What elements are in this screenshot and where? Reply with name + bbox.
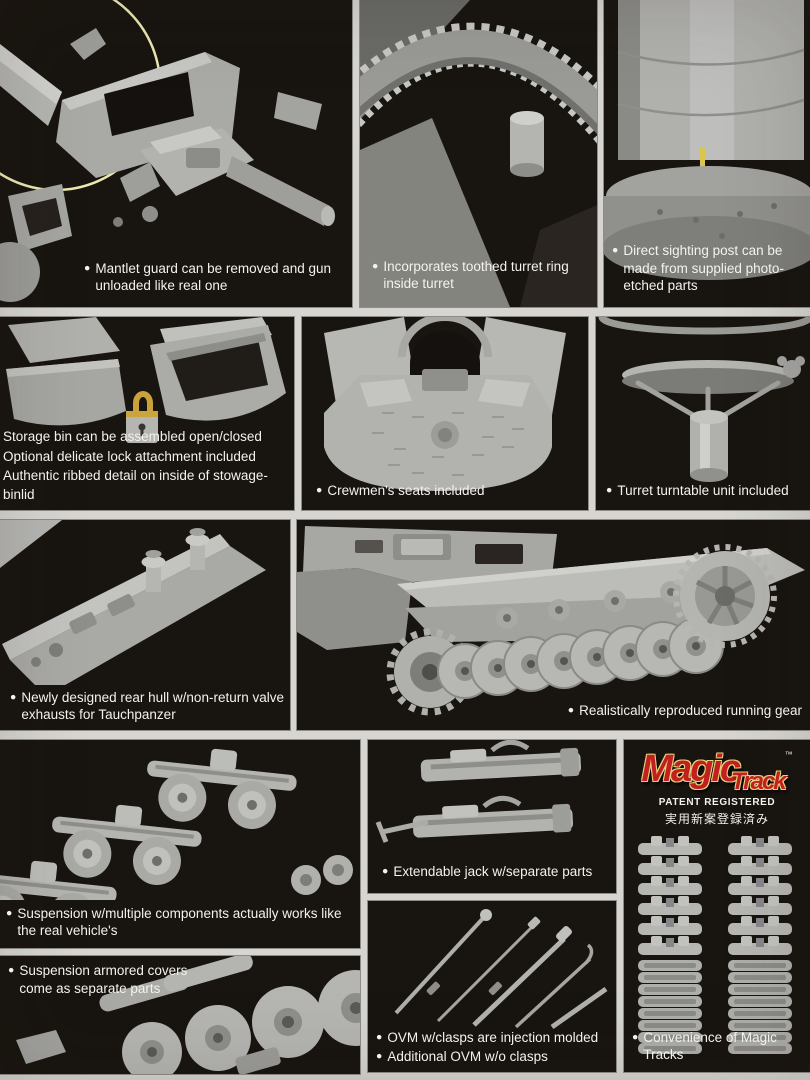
- bullet-icon: ●: [316, 484, 323, 497]
- caption-suspension: ● Suspension w/multiple components actua…: [6, 905, 354, 940]
- road-wheel-row: [122, 970, 360, 1074]
- panel-rear-hull: ● Newly designed rear hull w/non-return …: [0, 520, 290, 730]
- panel-storage-bin: Storage bin can be assembled open/closed…: [0, 317, 294, 510]
- tank-hull-render: [297, 526, 805, 716]
- caption-text: Crewmen's seats included: [327, 483, 485, 499]
- ovm-tools-render: [394, 909, 608, 1029]
- jack-render: [375, 740, 616, 843]
- padlock-icon: [133, 391, 153, 413]
- panel-jack: ● Extendable jack w/separate parts: [368, 740, 616, 893]
- track-column-left: [638, 836, 702, 1054]
- panel-turret-ring: ● Incorporates toothed turret ring insid…: [360, 0, 597, 307]
- bullet-icon: ●: [84, 261, 91, 274]
- caption-text: Mantlet guard can be removed and gun unl…: [95, 260, 332, 294]
- caption-crew-seats: ● Crewmen's seats included: [316, 482, 566, 500]
- bullet-icon: ●: [612, 244, 619, 257]
- caption-armored-covers: ● Suspension armored covers come as sepa…: [8, 962, 218, 997]
- caption-text: Suspension w/multiple components actuall…: [17, 905, 342, 939]
- caption-text: Newly designed rear hull w/non-return va…: [21, 689, 284, 723]
- bullet-icon: ●: [567, 704, 575, 717]
- panel-armored-covers: ● Suspension armored covers come as sepa…: [0, 956, 360, 1074]
- caption-text: Turret turntable unit included: [617, 483, 789, 499]
- logo-track-text: Track: [731, 768, 787, 795]
- panel-mantlet-guard: ● Mantlet guard can be removed and gun u…: [0, 0, 352, 307]
- mantlet-guard-render: [0, 0, 335, 302]
- caption-running-gear: ● Realistically reproduced running gear: [568, 702, 802, 720]
- rear-hull-render: [0, 520, 266, 685]
- caption-line: Storage bin can be assembled open/closed: [3, 429, 262, 445]
- panel-suspension: ● Suspension w/multiple components actua…: [0, 740, 360, 948]
- caption-text: Convenience of Magic Tracks: [643, 1029, 777, 1063]
- caption-text: Extendable jack w/separate parts: [393, 864, 593, 880]
- non-return-valves: [141, 528, 210, 592]
- return-roller-hubs: [503, 588, 675, 622]
- caption-text: Direct sighting post can be made from su…: [623, 243, 784, 294]
- magic-track-logo: MagicTrack ™ PATENT REGISTERED 実用新案登録済み: [624, 748, 810, 827]
- bullet-icon: ●: [372, 259, 379, 272]
- suspension-render: [0, 742, 353, 900]
- drive-sprocket: [673, 544, 777, 648]
- caption-line: Optional delicate lock attachment includ…: [3, 448, 256, 464]
- bullet-icon: ●: [6, 906, 13, 919]
- caption-storage-bin: Storage bin can be assembled open/closed…: [3, 427, 294, 504]
- trademark-symbol: ™: [784, 750, 793, 759]
- caption-sighting-post: ● Direct sighting post can be made from …: [612, 242, 808, 295]
- panel-ovm: ● OVM w/clasps are injection molded ● Ad…: [368, 901, 616, 1072]
- turret-ring-render: [360, 0, 597, 307]
- road-wheels: [437, 618, 724, 699]
- caption-mantlet-guard: ● Mantlet guard can be removed and gun u…: [84, 260, 346, 295]
- storage-bin-render: [6, 317, 286, 443]
- sighting-post-render: [604, 0, 810, 280]
- crew-seats-render: [324, 317, 566, 491]
- caption-jack: ● Extendable jack w/separate parts: [382, 863, 608, 881]
- caption-text: Suspension armored covers come as separa…: [19, 963, 188, 996]
- caption-text: Incorporates toothed turret ring inside …: [383, 258, 569, 292]
- bullet-icon: ●: [382, 865, 389, 878]
- bullet-icon: ●: [606, 484, 613, 497]
- logo-magic-text: Magic: [641, 748, 741, 790]
- caption-text: Realistically reproduced running gear: [579, 703, 802, 719]
- caption-turntable: ● Turret turntable unit included: [606, 482, 804, 500]
- bullet-icon: ●: [10, 690, 17, 703]
- caption-ovm: ● OVM w/clasps are injection molded ● Ad…: [376, 1028, 598, 1066]
- panel-magic-track: MagicTrack ™ PATENT REGISTERED 実用新案登録済み: [624, 740, 810, 1072]
- panel-turntable: ● Turret turntable unit included: [596, 317, 810, 510]
- bullet-icon: ●: [376, 1030, 383, 1043]
- patent-registered-text: PATENT REGISTERED: [658, 797, 776, 808]
- bullet-icon: ●: [8, 964, 15, 976]
- turntable-render: [598, 317, 810, 482]
- japanese-patent-text: 実用新案登録済み: [664, 812, 769, 826]
- caption-line: Additional OVM w/o clasps: [387, 1048, 548, 1064]
- panel-sighting-post: ● Direct sighting post can be made from …: [604, 0, 810, 307]
- caption-line: OVM w/clasps are injection molded: [387, 1029, 599, 1045]
- bullet-icon: ●: [632, 1030, 639, 1043]
- caption-rear-hull: ● Newly designed rear hull w/non-return …: [10, 689, 284, 724]
- armored-covers-render: [16, 956, 360, 1074]
- panel-crew-seats: ● Crewmen's seats included: [302, 317, 588, 510]
- panel-running-gear: ● Realistically reproduced running gear: [297, 520, 810, 730]
- track-column-right: [728, 836, 792, 1054]
- caption-magic-tracks: ● Convenience of Magic Tracks: [632, 1029, 808, 1064]
- bullet-icon: ●: [376, 1049, 383, 1062]
- caption-turret-ring: ● Incorporates toothed turret ring insid…: [372, 258, 586, 293]
- magic-tracks-render: [638, 836, 792, 1054]
- caption-line: Authentic ribbed detail on inside of sto…: [3, 467, 268, 502]
